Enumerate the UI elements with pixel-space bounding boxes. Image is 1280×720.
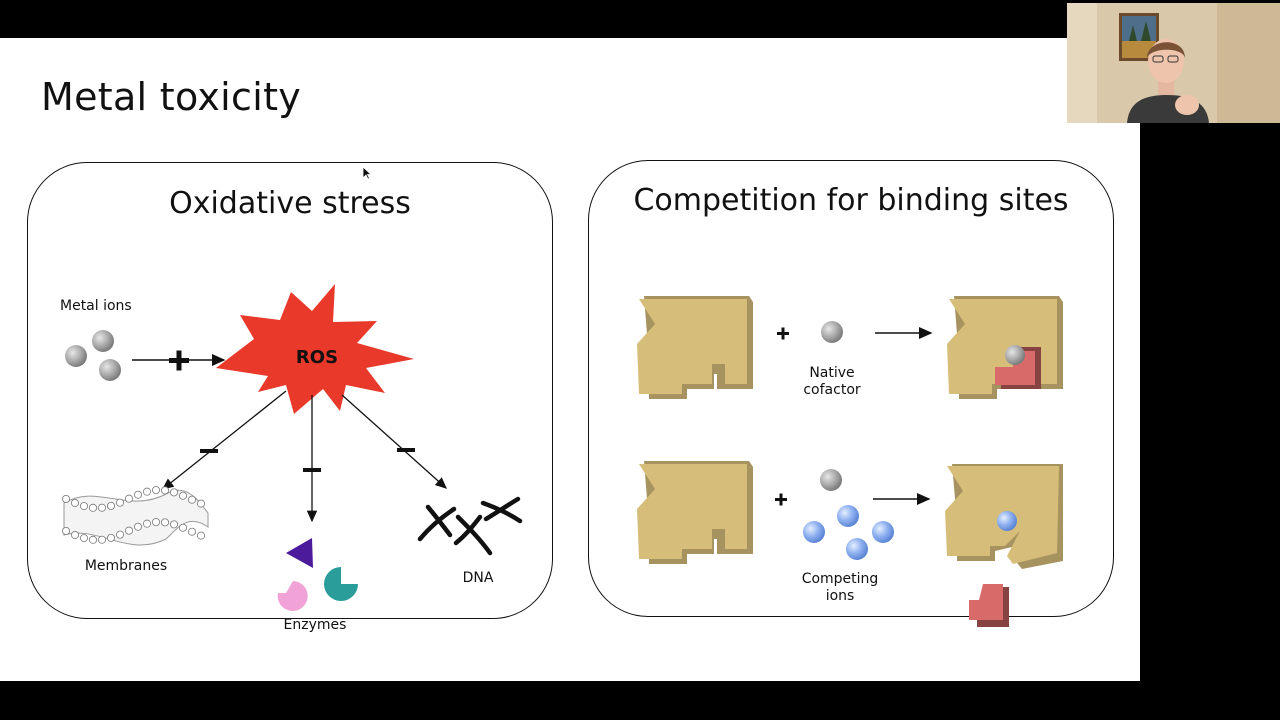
enzymes-icon [277,538,358,611]
presentation-slide: Metal toxicity Oxidative stress [0,38,1140,681]
enzyme-block-icon [637,461,753,564]
plus-icon [169,350,189,371]
plus-icon [775,493,787,506]
ros-burst-icon [216,284,414,414]
presenter-webcam [1067,3,1280,123]
oxidative-stress-panel: Oxidative stress [27,162,553,633]
dna-chromosomes-icon [417,496,523,556]
minus-icon [303,468,321,472]
minus-icon [200,449,218,453]
presenter-video-icon [1067,3,1280,123]
released-substrate-icon [969,584,1009,627]
enzyme-bound-icon [947,296,1063,399]
competition-diagram [637,296,1063,627]
competition-heading: Competition for binding sites [633,183,1069,218]
competition-panel: Competition for binding sites [588,160,1114,627]
native-cofactor-label: Native cofactor [803,365,861,398]
competing-ions-label: Competing ions [801,571,879,604]
enzymes-label: Enzymes [283,617,347,633]
membrane-bilayer-icon [62,486,209,546]
oxidative-stress-heading: Oxidative stress [169,186,411,221]
native-cofactor-icon [820,469,842,491]
enzyme-misfolded-icon [945,464,1063,569]
oxidative-diagram: ROS [62,284,523,611]
dna-label: DNA [462,570,494,586]
ros-to-dna-arrow [341,394,447,489]
enzyme-block-icon [637,296,753,399]
slide-title: Metal toxicity [41,75,302,119]
minus-icon [397,448,415,452]
competing-ions-icon [803,505,894,560]
metal-ions-icon [65,330,121,381]
plus-icon [777,327,789,340]
mouse-cursor-icon [362,166,372,180]
ros-label: ROS [296,347,338,368]
membranes-label: Membranes [84,558,168,574]
metal-ions-label: Metal ions [60,298,132,314]
ros-to-membranes-arrow [161,390,287,490]
native-cofactor-icon [821,321,843,343]
